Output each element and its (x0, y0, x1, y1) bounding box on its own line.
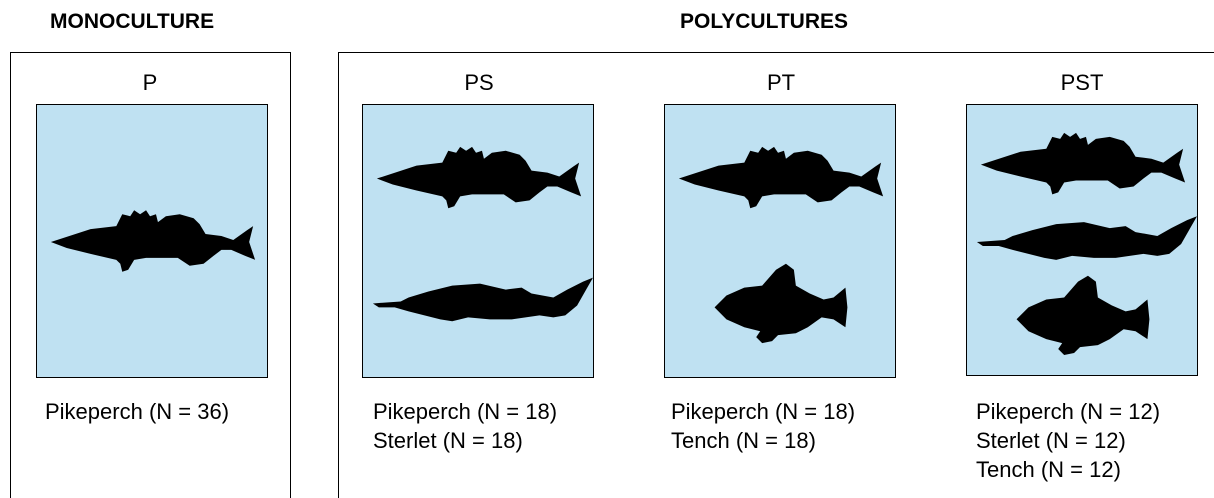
count-pt-tench: Tench (N = 18) (671, 428, 816, 453)
tank-ps (362, 104, 594, 378)
treatment-label-pt: PT (766, 70, 796, 95)
tench-icon (1016, 275, 1150, 355)
tank-pt-fish (678, 146, 884, 344)
counts-p: Pikeperch (N = 36) (45, 397, 229, 426)
sterlet-icon (372, 277, 593, 322)
counts-pt: Pikeperch (N = 18) Tench (N = 18) (671, 397, 855, 455)
pikeperch-icon (376, 146, 582, 209)
count-pst-sterlet: Sterlet (N = 12) (976, 428, 1126, 453)
sterlet-icon (976, 216, 1197, 260)
polycultures-title: POLYCULTURES (680, 10, 849, 33)
tench-icon (714, 263, 848, 344)
treatment-label-ps: PS (464, 70, 494, 95)
pikeperch-icon (678, 146, 884, 209)
tank-ps-fish (372, 146, 593, 322)
tank-p-fish (50, 210, 256, 272)
treatment-label-p: P (142, 70, 158, 95)
monoculture-frame (10, 52, 291, 498)
monoculture-title: MONOCULTURE (50, 10, 215, 33)
count-ps-pikeperch: Pikeperch (N = 18) (373, 399, 558, 424)
count-p-pikeperch: Pikeperch (N = 36) (45, 399, 230, 424)
tank-p (36, 104, 268, 378)
count-pst-tench: Tench (N = 12) (976, 457, 1121, 482)
count-ps-sterlet: Sterlet (N = 18) (373, 428, 523, 453)
tank-pt (664, 104, 896, 378)
tank-pst-fish (976, 132, 1197, 355)
pikeperch-icon (50, 210, 256, 272)
pikeperch-icon (980, 132, 1186, 195)
count-pt-pikeperch: Pikeperch (N = 18) (671, 399, 856, 424)
polycultures-frame (338, 52, 1214, 498)
count-pst-pikeperch: Pikeperch (N = 12) (976, 399, 1161, 424)
counts-ps: Pikeperch (N = 18) Sterlet (N = 18) (373, 397, 557, 455)
treatment-label-pst: PST (1060, 70, 1104, 95)
counts-pst: Pikeperch (N = 12) Sterlet (N = 12) Tenc… (976, 397, 1160, 484)
tank-pst (966, 104, 1198, 376)
